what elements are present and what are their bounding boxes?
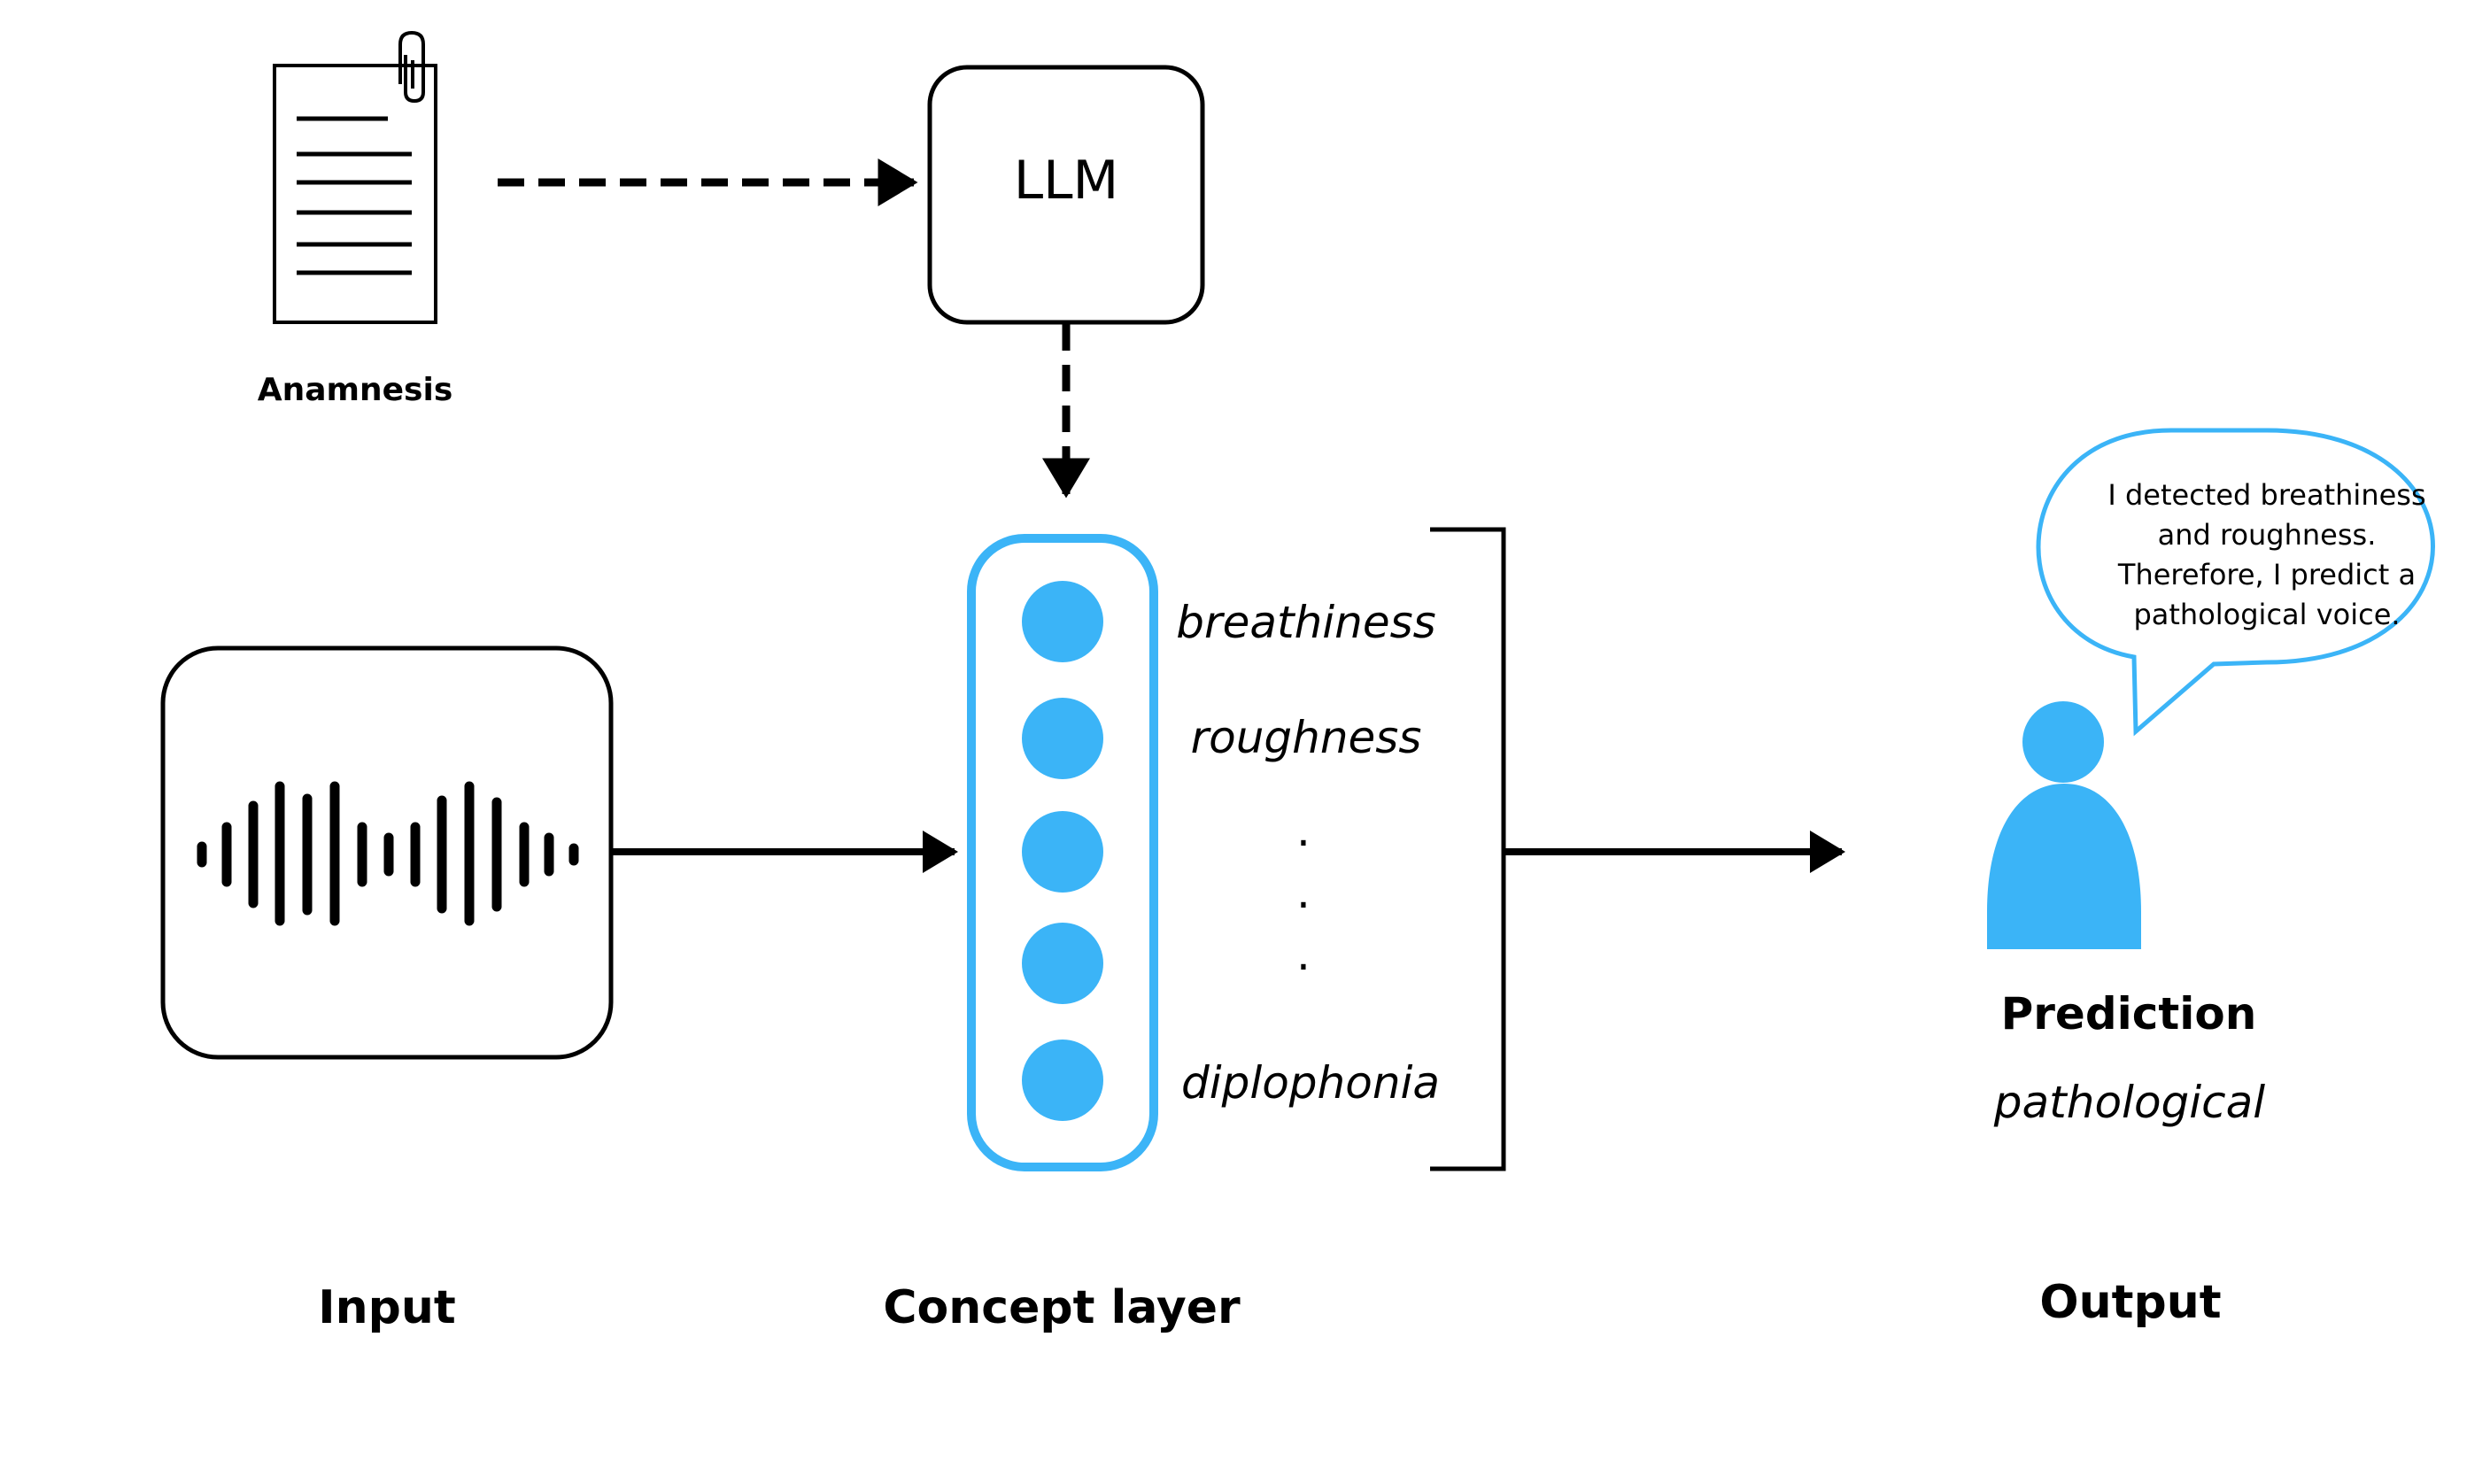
section-label-input: Input xyxy=(318,1281,455,1334)
person-icon xyxy=(1987,701,2141,949)
concept-node xyxy=(1022,1040,1103,1121)
llm-label: LLM xyxy=(1014,150,1119,212)
concept-label-diplophonia: diplophonia xyxy=(1181,1057,1440,1109)
speech-bubble-line: and roughness. xyxy=(2158,518,2377,552)
concept-node xyxy=(1022,698,1103,779)
paperclip-icon xyxy=(398,30,425,104)
waveform-icon xyxy=(197,781,579,926)
concept-ellipsis-dot: . xyxy=(1296,805,1311,856)
concept-label-breathiness: breathiness xyxy=(1176,597,1435,648)
concept-node xyxy=(1022,923,1103,1004)
concept-node xyxy=(1022,811,1103,893)
concept-label-roughness: roughness xyxy=(1191,712,1422,763)
concept-ellipsis-dot: . xyxy=(1296,867,1311,918)
document-icon xyxy=(273,64,437,324)
speech-bubble-line: pathological voice. xyxy=(2133,598,2400,631)
concept-node xyxy=(1022,581,1103,662)
anamnesis-label: Anamnesis xyxy=(258,372,453,408)
speech-bubble xyxy=(2036,428,2435,737)
prediction-title: Prediction xyxy=(2001,988,2257,1040)
speech-bubble-line: Therefore, I predict a xyxy=(2117,558,2416,591)
speech-bubble-line: I detected breathiness xyxy=(2107,478,2425,512)
section-label-concept-layer: Concept layer xyxy=(883,1281,1241,1334)
concept-bracket xyxy=(1430,527,1506,1171)
prediction-value: pathological xyxy=(1993,1077,2266,1128)
section-label-output: Output xyxy=(2039,1276,2221,1329)
llm-box xyxy=(927,65,1205,325)
concept-ellipsis-dot: . xyxy=(1296,929,1311,980)
